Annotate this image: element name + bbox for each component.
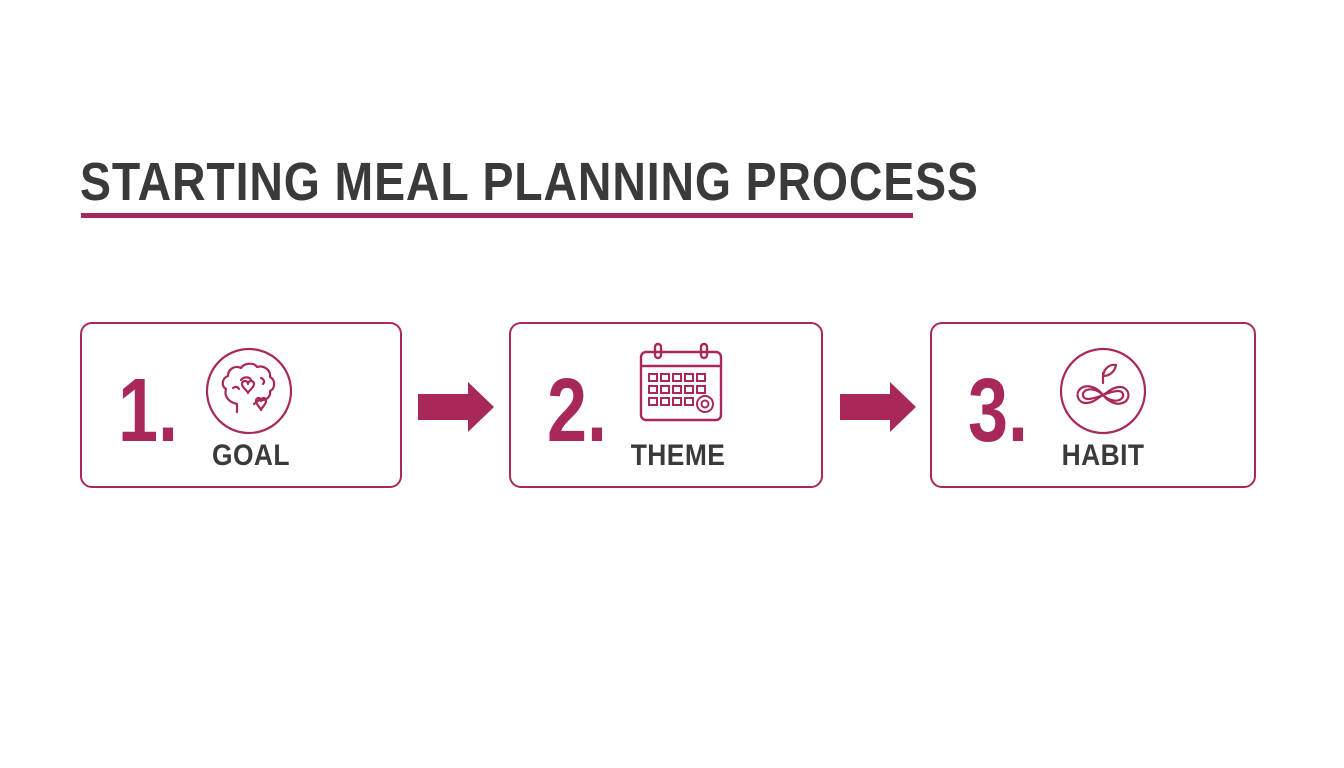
step-label: GOAL bbox=[211, 439, 291, 472]
step-habit: 3. HABIT bbox=[930, 322, 1256, 488]
page-title: STARTING MEAL PLANNING PROCESS bbox=[80, 152, 979, 212]
step-number: 1. bbox=[118, 361, 179, 461]
brain-heart-icon bbox=[205, 347, 293, 435]
calendar-icon bbox=[639, 342, 723, 422]
step-number: 3. bbox=[968, 361, 1029, 461]
step-number: 2. bbox=[547, 361, 608, 461]
infinity-leaf-icon bbox=[1059, 347, 1147, 435]
step-goal: 1. GOAL bbox=[80, 322, 402, 488]
arrow-right-icon bbox=[840, 382, 916, 432]
step-label: THEME bbox=[630, 439, 726, 472]
arrow-right-icon bbox=[418, 382, 494, 432]
step-label: HABIT bbox=[1061, 439, 1145, 472]
step-theme: 2. THEME bbox=[509, 322, 823, 488]
title-underline bbox=[81, 213, 913, 218]
